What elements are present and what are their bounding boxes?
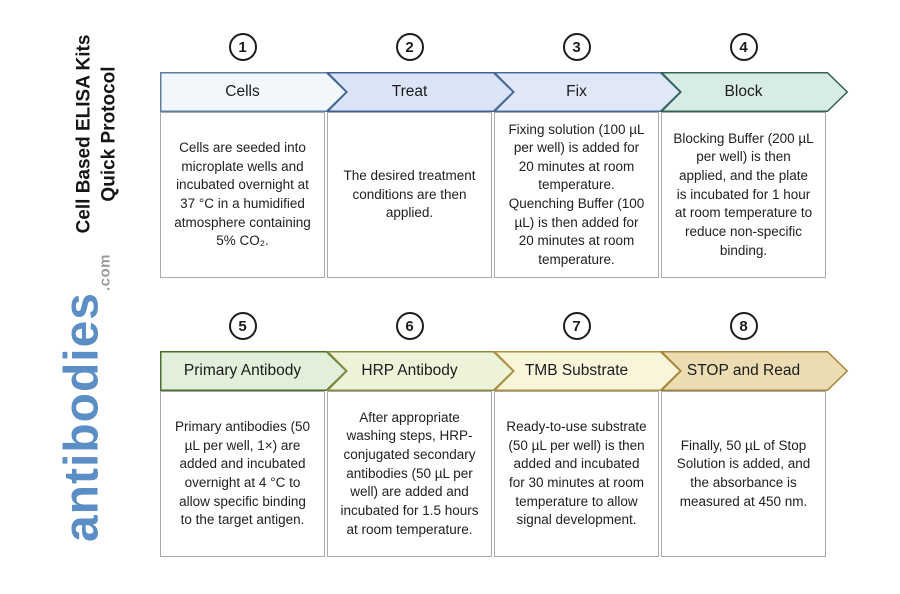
antibodies-logo: antibodies .com (55, 253, 114, 543)
step-arrow: Fix (492, 72, 682, 112)
step-number: 2 (405, 38, 414, 56)
step-number-badge: 1 (228, 33, 257, 61)
step-description: Finally, 50 µL of Stop Solution is added… (676, 437, 811, 509)
step-number: 7 (572, 317, 581, 335)
chevron-arrow-shape (325, 351, 515, 391)
step-description-box: Ready-to-use substrate (50 µL per well) … (494, 391, 659, 557)
step-arrow: HRP Antibody (325, 351, 515, 391)
step-number-badge: 8 (729, 312, 758, 340)
logo-domain-suffix: .com (96, 253, 114, 291)
step-number: 5 (238, 317, 247, 335)
step-arrow: Treat (325, 72, 515, 112)
step-description: Fixing solution (100 µL per well) is add… (508, 121, 645, 267)
step-8: 8 STOP and Read Finally, 50 µL of Stop S… (659, 312, 849, 557)
step-description-box: After appropriate washing steps, HRP-con… (327, 391, 492, 557)
step-arrow: Cells (160, 72, 348, 112)
arrow-path (492, 351, 682, 391)
step-description-box: Blocking Buffer (200 µL per well) is the… (661, 112, 826, 278)
arrow-path (492, 72, 682, 112)
step-arrow: Block (659, 72, 849, 112)
step-arrow: Primary Antibody (160, 351, 348, 391)
step-title: TMB Substrate (524, 362, 629, 379)
steps-row-1: 1 Cells Cells are seeded into microplate… (160, 33, 849, 278)
step-description: After appropriate washing steps, HRP-con… (340, 409, 479, 537)
step-number-badge: 7 (562, 312, 591, 340)
step-number: 3 (572, 38, 581, 56)
chevron-arrow-shape (492, 72, 682, 112)
step-number: 4 (739, 38, 748, 56)
chevron-arrow-shape (492, 351, 682, 391)
chevron-arrow-shape (659, 72, 849, 112)
step-description: The desired treatment conditions are the… (343, 168, 476, 221)
arrow-path (325, 72, 515, 112)
step-description: Blocking Buffer (200 µL per well) is the… (673, 130, 814, 258)
step-title: Primary Antibody (183, 362, 302, 379)
protocol-steps: 1 Cells Cells are seeded into microplate… (160, 33, 849, 557)
step-number-badge: 6 (395, 312, 424, 340)
step-number-badge: 2 (395, 33, 424, 61)
step-number: 1 (238, 38, 247, 56)
step-arrow: STOP and Read (659, 351, 849, 391)
step-arrow: TMB Substrate (492, 351, 682, 391)
step-description-box: Fixing solution (100 µL per well) is add… (494, 112, 659, 278)
step-2: 2 Treat The desired treatment conditions… (325, 33, 515, 278)
step-description-box: Finally, 50 µL of Stop Solution is added… (661, 391, 826, 557)
logo-wordmark: antibodies (55, 291, 109, 543)
step-number-badge: 4 (729, 33, 758, 61)
step-title: Fix (566, 83, 587, 100)
step-description: Cells are seeded into microplate wells a… (174, 140, 311, 249)
chevron-arrow-shape (659, 351, 849, 391)
step-title: STOP and Read (686, 362, 801, 379)
steps-row-2: 5 Primary Antibody Primary antibodies (5… (160, 312, 849, 557)
arrow-path (325, 351, 515, 391)
step-title: Treat (391, 83, 428, 100)
step-1: 1 Cells Cells are seeded into microplate… (160, 33, 348, 278)
step-number-badge: 3 (562, 33, 591, 61)
step-number-badge: 5 (228, 312, 257, 340)
step-description-box: Cells are seeded into microplate wells a… (160, 112, 325, 278)
step-4: 4 Block Blocking Buffer (200 µL per well… (659, 33, 849, 278)
step-6: 6 HRP Antibody After appropriate washing… (325, 312, 515, 557)
step-number: 8 (739, 317, 748, 335)
step-3: 3 Fix Fixing solution (100 µL per well) … (492, 33, 682, 278)
arrow-path (659, 72, 849, 112)
step-title: Cells (225, 83, 260, 100)
step-description-box: The desired treatment conditions are the… (327, 112, 492, 278)
chevron-arrow-shape (325, 72, 515, 112)
step-title: Block (724, 83, 763, 100)
step-number: 6 (405, 317, 414, 335)
step-description: Primary antibodies (50 µL per well, 1×) … (174, 419, 311, 528)
step-title: HRP Antibody (361, 362, 458, 379)
page-title: Cell Based ELISA Kits Quick Protocol (72, 35, 121, 234)
arrow-path (659, 351, 849, 391)
step-5: 5 Primary Antibody Primary antibodies (5… (160, 312, 348, 557)
page-title-line1: Cell Based ELISA Kits (73, 34, 95, 234)
page-title-line2: Quick Protocol (98, 66, 119, 202)
step-description: Ready-to-use substrate (50 µL per well) … (506, 419, 647, 528)
step-description-box: Primary antibodies (50 µL per well, 1×) … (160, 391, 325, 557)
step-7: 7 TMB Substrate Ready-to-use substrate (… (492, 312, 682, 557)
